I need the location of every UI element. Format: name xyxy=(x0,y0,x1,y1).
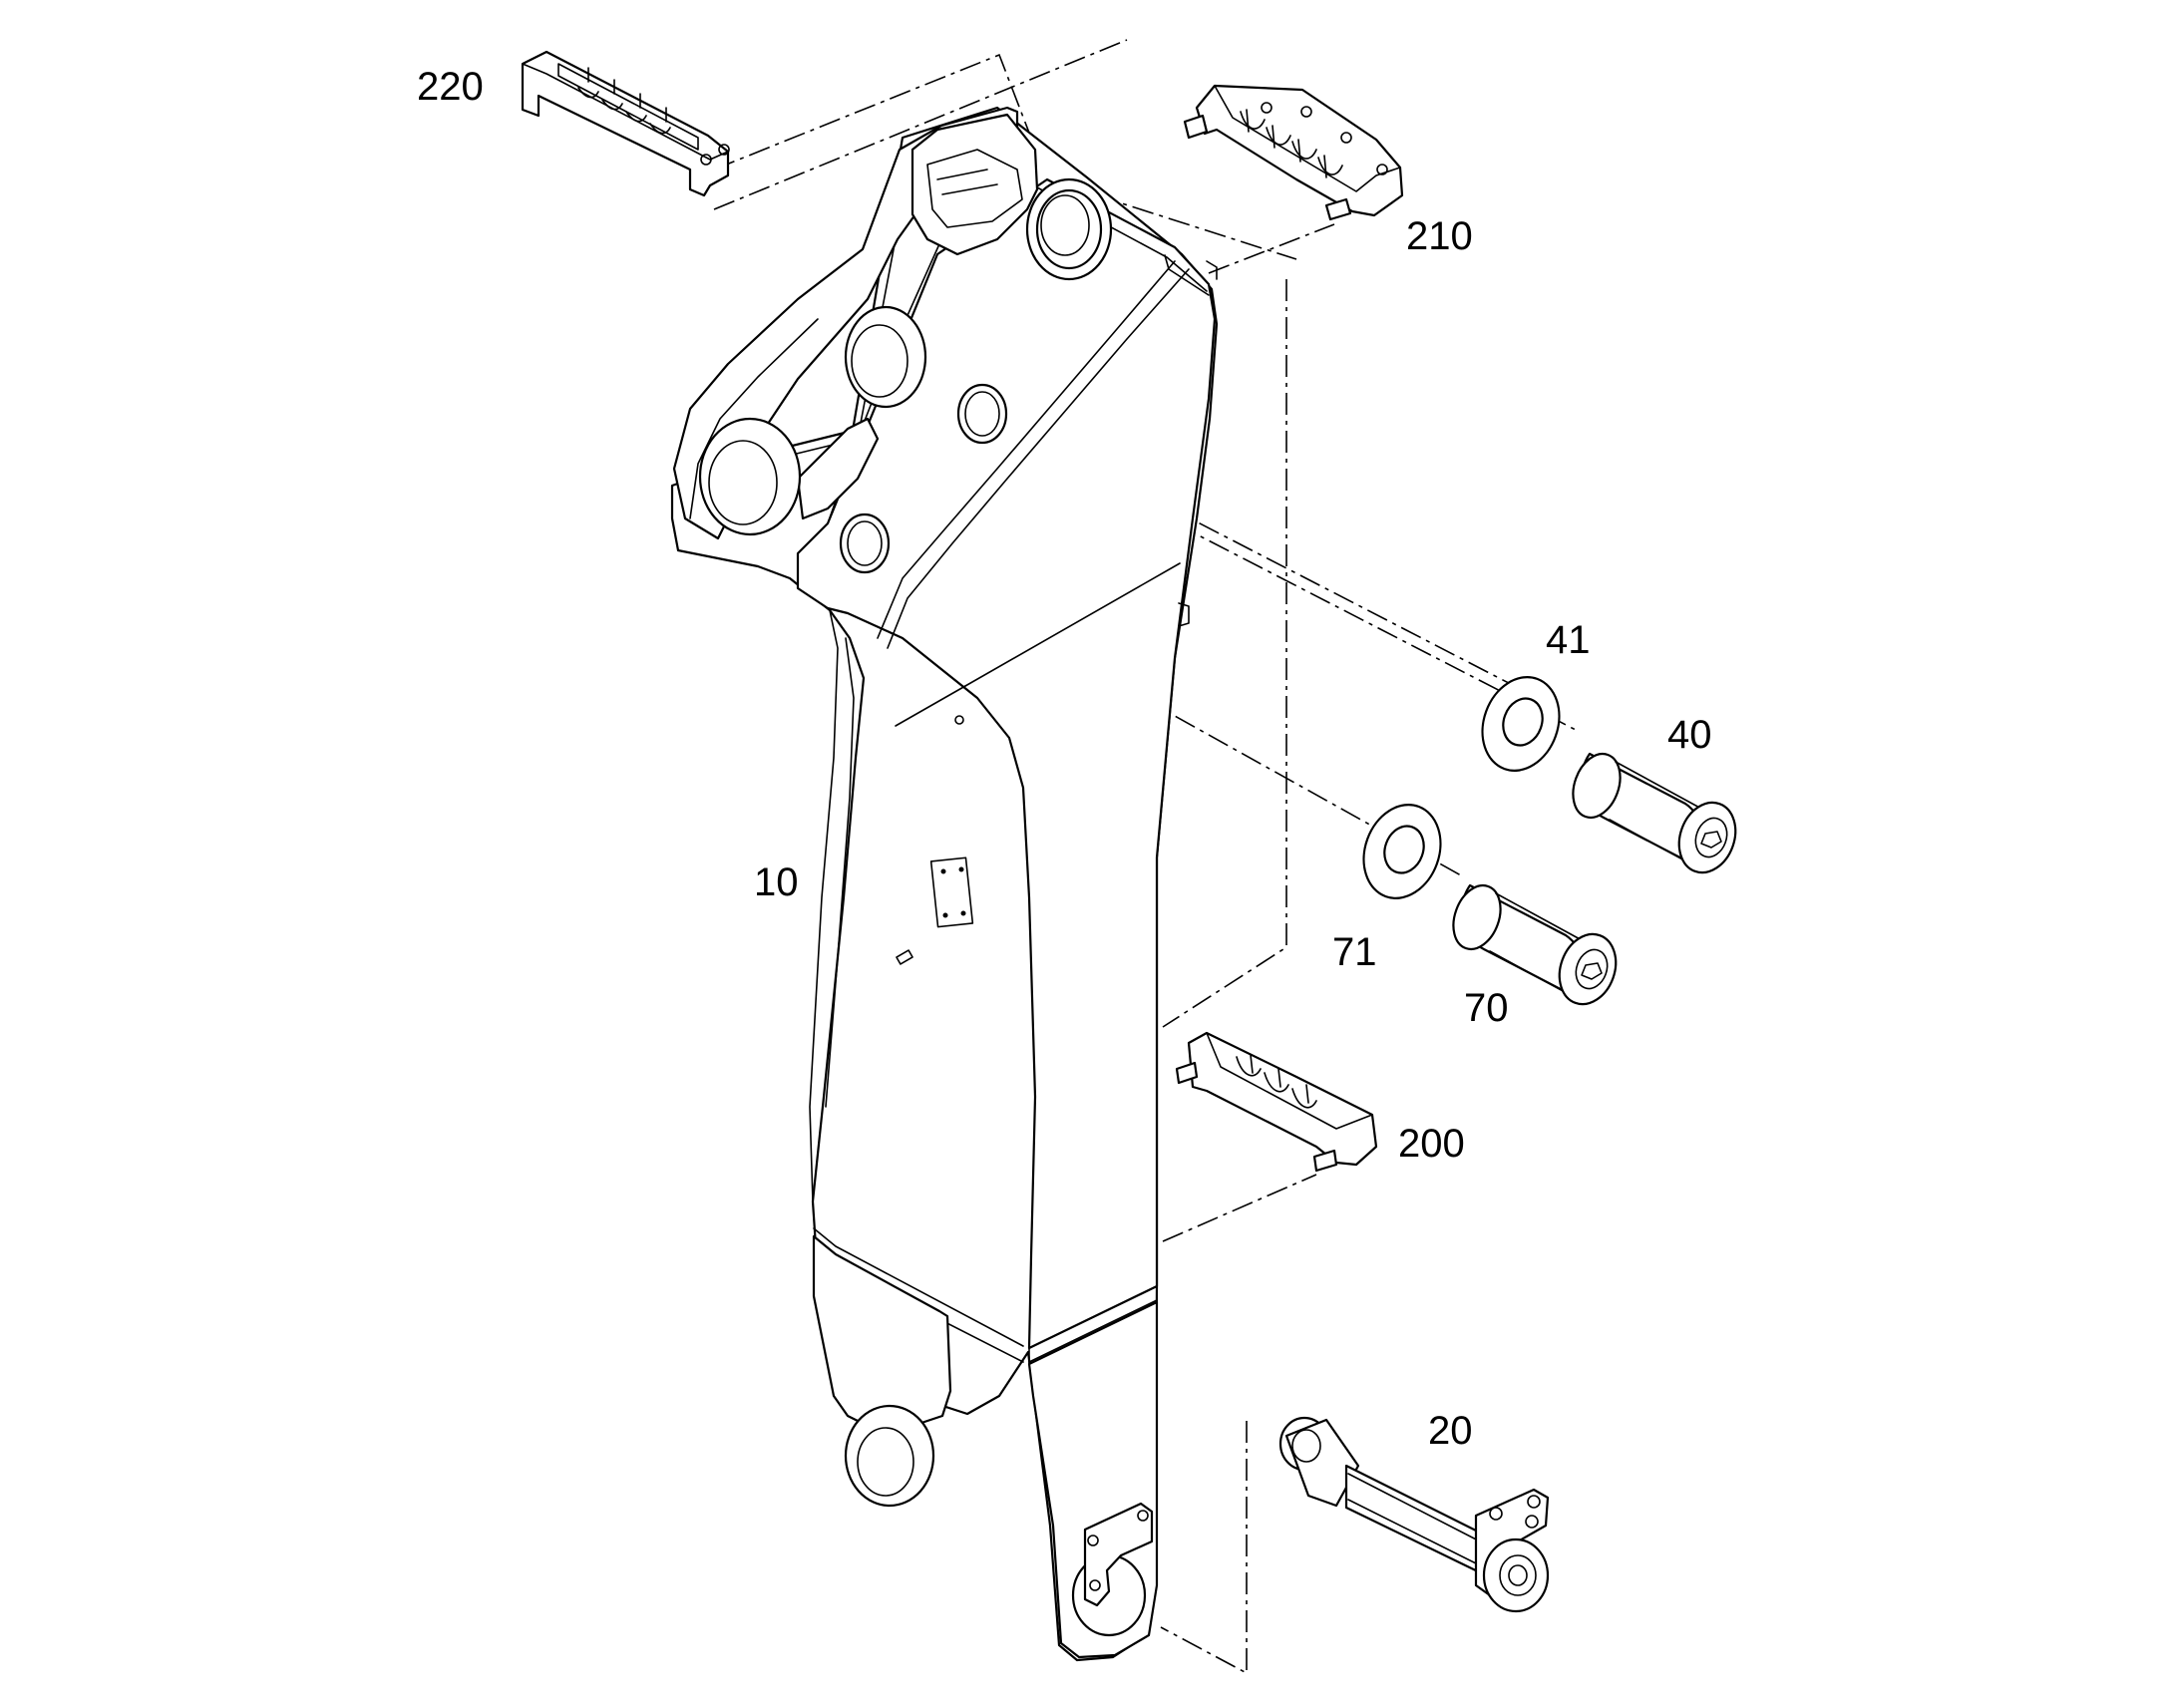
callout-71: 71 xyxy=(1332,930,1377,974)
callout-20: 20 xyxy=(1428,1409,1473,1453)
cable-guide-220 xyxy=(521,50,730,197)
pin-40 xyxy=(1572,752,1737,874)
callout-40: 40 xyxy=(1667,713,1712,757)
callout-200: 200 xyxy=(1398,1122,1465,1166)
cable-guide-200 xyxy=(1175,1031,1378,1173)
washer-71 xyxy=(1362,804,1442,899)
callout-220: 220 xyxy=(417,65,484,109)
boom-arm xyxy=(670,106,1219,1662)
callout-labels: 220 210 41 40 10 71 70 200 20 xyxy=(417,65,1712,1453)
callout-41: 41 xyxy=(1546,618,1591,662)
pin-assembly-20 xyxy=(1278,1416,1550,1613)
callout-210: 210 xyxy=(1406,214,1473,258)
washer-41 xyxy=(1481,676,1561,772)
cable-guide-210 xyxy=(1183,84,1404,221)
callout-10: 10 xyxy=(754,860,799,904)
callout-70: 70 xyxy=(1464,986,1509,1030)
pin-70 xyxy=(1452,883,1618,1006)
